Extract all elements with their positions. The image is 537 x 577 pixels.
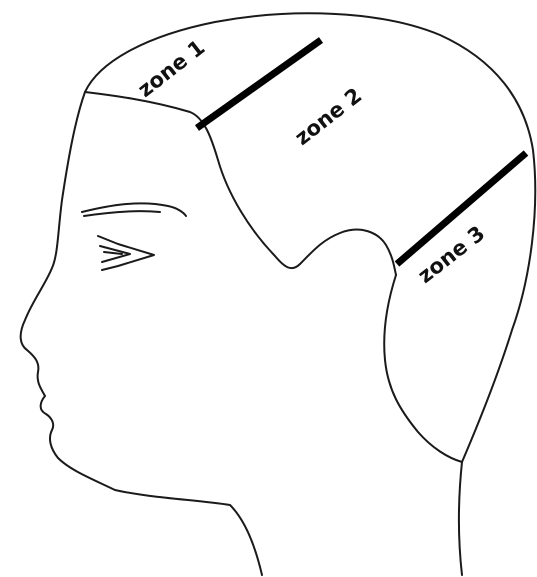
zone-2-label: zone 2 [290,83,366,150]
eyebrow [82,203,186,216]
zone-1-2-divider [197,40,321,128]
ear-back-line [384,275,462,462]
face-profile [21,92,262,575]
zone-1-label: zone 1 [133,35,209,102]
eye [98,236,154,270]
zone-3-label: zone 3 [413,221,489,288]
